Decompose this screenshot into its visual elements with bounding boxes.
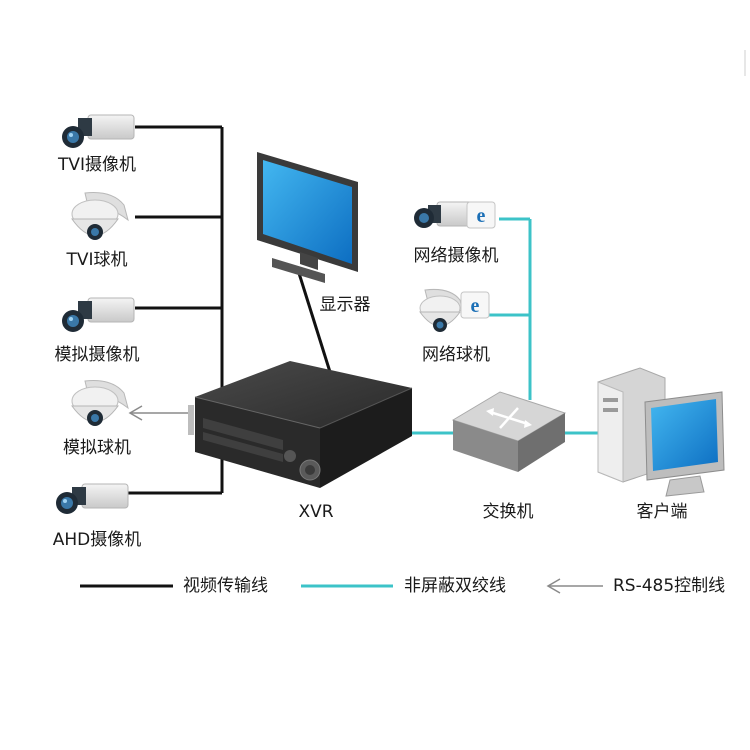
ip-camera-icon: e	[414, 201, 496, 229]
analog-camera-icon	[62, 297, 135, 332]
svg-text:e: e	[471, 295, 480, 317]
tvi-dome-label: TVI球机	[66, 250, 128, 270]
tvi-camera-icon	[62, 114, 135, 148]
tvi-dome-icon	[71, 192, 129, 240]
client-pc-icon	[597, 367, 725, 497]
analog-dome-icon	[71, 380, 129, 426]
ip-dome-label: 网络球机	[422, 345, 490, 365]
svg-text:e: e	[477, 205, 486, 227]
ip-dome-icon: e	[419, 289, 490, 332]
legend-video-line-label: 视频传输线	[183, 576, 268, 596]
monitor-label: 显示器	[319, 295, 371, 315]
xvr-label: XVR	[298, 502, 334, 522]
tvi-camera-label: TVI摄像机	[57, 155, 137, 175]
switch-icon	[451, 391, 567, 472]
client-label: 客户端	[636, 502, 688, 522]
rs485-line	[128, 405, 190, 421]
legend-rs485-line-label: RS-485控制线	[613, 576, 726, 596]
legend-swatches	[80, 578, 603, 594]
switch-label: 交换机	[482, 502, 534, 522]
analog-dome-label: 模拟球机	[63, 438, 131, 458]
ip-camera-label: 网络摄像机	[413, 246, 499, 266]
utp-lines	[412, 217, 600, 435]
legend-utp-line-label: 非屏蔽双绞线	[404, 576, 506, 596]
ahd-camera-label: AHD摄像机	[52, 530, 142, 550]
ahd-camera-icon	[56, 483, 129, 514]
analog-camera-label: 模拟摄像机	[54, 345, 140, 365]
xvr-icon	[188, 361, 413, 488]
monitor-icon	[257, 152, 358, 283]
